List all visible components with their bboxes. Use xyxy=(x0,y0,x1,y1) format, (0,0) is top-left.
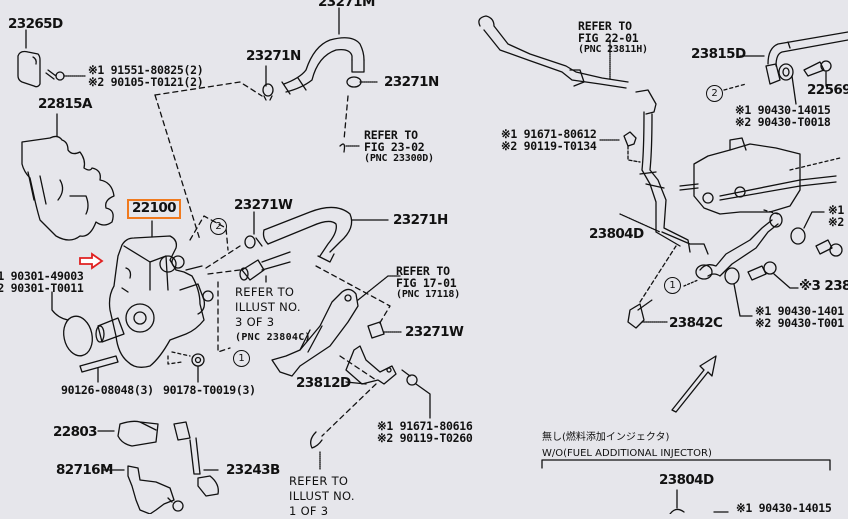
callout-1-right[interactable]: 1 xyxy=(664,277,681,294)
part-label-23271W-mid[interactable]: 23271W xyxy=(405,324,464,340)
pipe-23815D-drawing xyxy=(723,31,848,91)
gasket-22815A-drawing xyxy=(21,113,115,241)
part-label-23815D[interactable]: 23815D xyxy=(691,46,746,62)
oring-drawing xyxy=(63,315,93,357)
part-label-23271W-top[interactable]: 23271W xyxy=(234,197,293,213)
bracket-23265D-drawing xyxy=(17,29,87,88)
nut-drawing xyxy=(191,353,205,367)
part-label-23265D[interactable]: 23265D xyxy=(8,16,63,32)
pipe-23804D-top-drawing xyxy=(635,89,691,253)
bolt-lower-drawing xyxy=(401,369,431,419)
hose-23271M-drawing xyxy=(281,7,365,95)
note-bolt-23265D[interactable]: ※1 91551-80825(2)※2 90105-T0121(2) xyxy=(88,63,204,89)
pipe-23811H-drawing xyxy=(478,15,629,89)
clamp-top-right-drawing xyxy=(778,63,797,105)
part-label-22100-selected[interactable]: 22100 xyxy=(127,199,181,219)
injector-assembly-drawing xyxy=(679,137,841,215)
bracket-23812D-drawing xyxy=(271,288,397,385)
cover-22803-drawing xyxy=(97,420,159,447)
stud-drawing xyxy=(79,355,119,373)
part-label-23271N-left[interactable]: 23271N xyxy=(246,48,301,64)
pipe-23804D-main-drawing xyxy=(661,209,783,287)
note-oring[interactable]: ※1 90301-49003※2 90301-T0011 xyxy=(0,269,84,295)
part-label-22569[interactable]: 22569D xyxy=(807,82,848,98)
bolt-upper-right-drawing xyxy=(599,131,641,163)
note-clamp-bottom-right[interactable]: ※1 90430-14015 xyxy=(736,501,832,515)
part-label-22803[interactable]: 22803 xyxy=(53,424,98,440)
part-label-23804D-top[interactable]: 23804D xyxy=(589,226,644,242)
direction-arrow-drawing xyxy=(671,355,717,413)
part-label-23271N-right[interactable]: 23271N xyxy=(384,74,439,90)
callout-1-pump[interactable]: 1 xyxy=(233,350,250,367)
hose-23271H-drawing xyxy=(262,206,389,263)
note-clamp-mid-right[interactable]: ※1※2 xyxy=(828,203,844,229)
clamp-mid-right-drawing xyxy=(790,211,825,245)
pump-22100-drawing xyxy=(95,220,214,368)
part-label-23271H[interactable]: 23271H xyxy=(393,212,448,228)
part-label-23842C[interactable]: 23842C xyxy=(669,315,723,331)
variant-label-jp: 無し(燃料添加インジェクタ) xyxy=(542,432,670,443)
part-label-23812D[interactable]: 23812D xyxy=(296,375,351,391)
part-label-22815A[interactable]: 22815A xyxy=(38,96,92,112)
bolt-22569-drawing xyxy=(803,60,832,87)
bolt-lower-right-drawing xyxy=(747,261,799,289)
note-nut[interactable]: 90178-T0019(3) xyxy=(163,383,256,397)
note-clamp-top-right[interactable]: ※1 90430-14015※2 90430-T0018 xyxy=(735,103,831,129)
clamp-23271N-right-drawing xyxy=(346,76,379,88)
callout-2-right[interactable]: 2 xyxy=(706,85,723,102)
part-label-23804D-bottom[interactable]: 23804D xyxy=(659,472,714,488)
part-label-23271M[interactable]: 23271M xyxy=(318,0,375,10)
part-label-2380-x3[interactable]: ※3 2380 xyxy=(799,278,848,294)
variant-bracket-drawing xyxy=(541,459,831,514)
note-stud[interactable]: 90126-08048(3) xyxy=(61,383,154,397)
part-label-82716M[interactable]: 82716M xyxy=(56,462,113,478)
sensor-23243B-drawing xyxy=(173,421,219,497)
bolt-mid-right-drawing xyxy=(815,239,843,257)
callout-2-pump[interactable]: 2 xyxy=(210,218,227,235)
clamp-23271N-left-drawing xyxy=(262,65,274,101)
clamp-23271W-top-drawing xyxy=(244,211,263,249)
pipe-end-23804C-drawing xyxy=(239,251,291,283)
pointer-arrow xyxy=(79,252,104,270)
note-clamp-lower-right[interactable]: ※1 90430-1401※2 90430-T001 xyxy=(755,304,844,330)
clip-23842C-drawing xyxy=(619,213,677,329)
note-bolt-lower[interactable]: ※1 91671-80616※2 90119-T0260 xyxy=(377,419,473,445)
part-label-23243B[interactable]: 23243B xyxy=(226,462,280,478)
bracket-82716M-drawing xyxy=(103,465,184,514)
clamp-lower-right-drawing xyxy=(724,267,753,317)
clamp-23271W-mid-drawing xyxy=(367,321,403,339)
note-bolt-upper-right[interactable]: ※1 91671-80612※2 90119-T0134 xyxy=(501,127,597,153)
variant-label-en: W/O(FUEL ADDITIONAL INJECTOR) xyxy=(542,448,712,459)
